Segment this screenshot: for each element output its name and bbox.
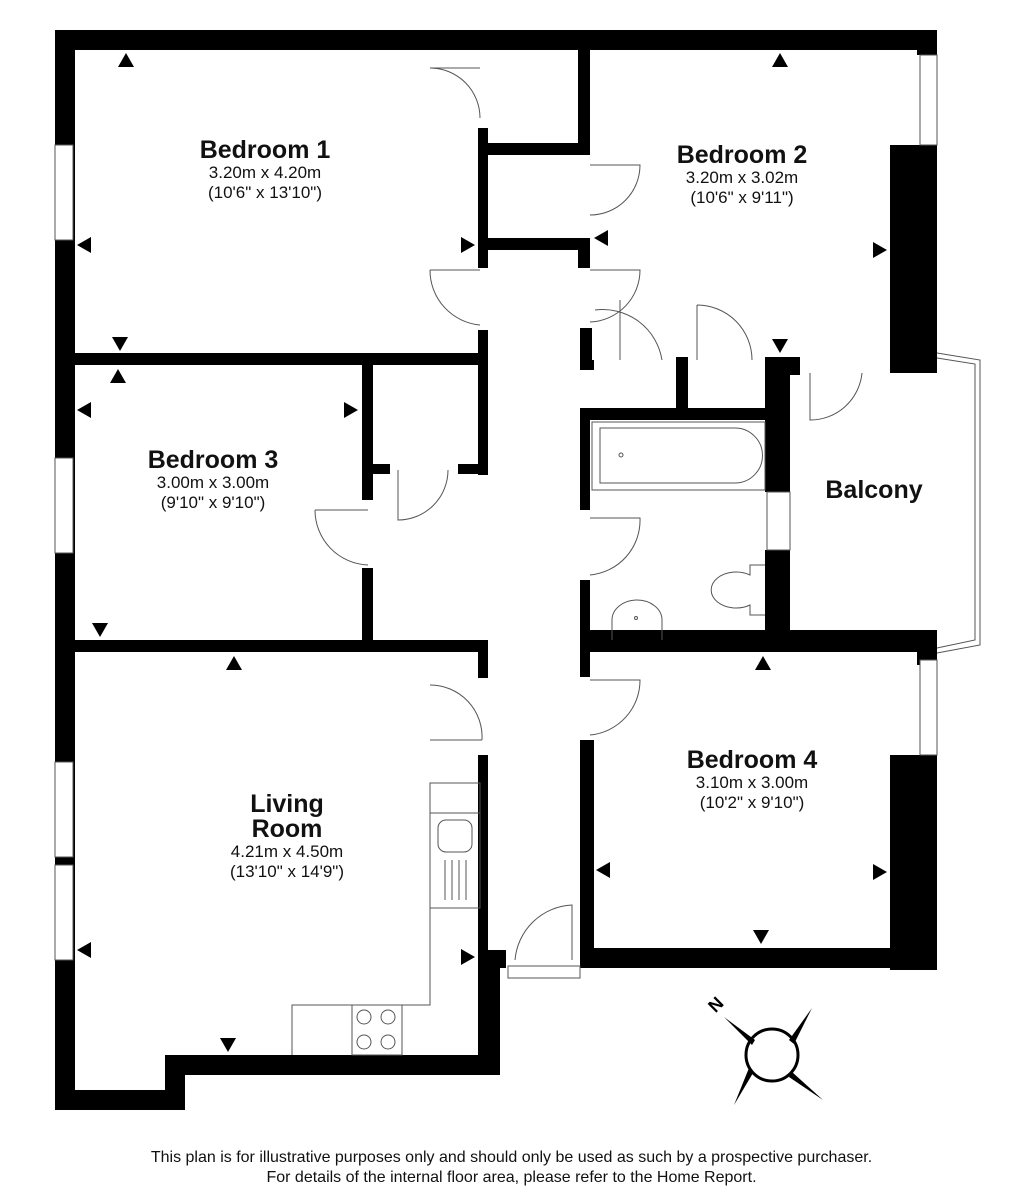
disclaimer-line1: This plan is for illustrative purposes o… [150,1149,873,1166]
balcony-outline [936,352,981,654]
walls [55,30,937,1110]
room-name-line2: Room [251,815,323,843]
disclaimer-line2: For details of the internal floor area, … [266,1169,757,1186]
svg-text:N: N [704,993,727,1016]
windows [54,54,938,979]
room-imperial: (10'6" x 13'10") [207,183,322,202]
room-metric: 4.21m x 4.50m [230,842,344,861]
fixtures [291,421,766,1056]
room-label-living: Living Room 4.21m x 4.50m (13'10" x 14'9… [187,792,387,882]
room-name: Bedroom 4 [686,746,818,774]
room-imperial: (9'10" x 9'10") [160,493,266,512]
doors [314,67,863,961]
room-metric: 3.00m x 3.00m [156,473,270,492]
room-label-bedroom2: Bedroom 2 3.20m x 3.02m (10'6" x 9'11") [642,143,842,208]
room-name: Bedroom 3 [147,446,279,474]
room-name-line1: Living [250,790,324,818]
room-metric: 3.10m x 3.00m [695,773,809,792]
room-imperial: (10'2" x 9'10") [699,793,805,812]
room-label-bedroom1: Bedroom 1 3.20m x 4.20m (10'6" x 13'10") [165,138,365,203]
room-label-balcony: Balcony [800,478,948,503]
disclaimer: This plan is for illustrative purposes o… [0,1148,1023,1188]
room-imperial: (13'10" x 14'9") [229,862,344,881]
room-label-bedroom3: Bedroom 3 3.00m x 3.00m (9'10" x 9'10") [113,448,313,513]
measurement-arrows [77,53,887,1052]
room-name: Bedroom 2 [676,141,808,169]
room-metric: 3.20m x 4.20m [208,163,322,182]
room-name: Balcony [825,476,923,504]
room-name: Bedroom 1 [199,136,331,164]
compass-icon: N [704,993,823,1105]
room-label-bedroom4: Bedroom 4 3.10m x 3.00m (10'2" x 9'10") [652,748,852,813]
room-metric: 3.20m x 3.02m [685,168,799,187]
room-imperial: (10'6" x 9'11") [690,188,794,207]
